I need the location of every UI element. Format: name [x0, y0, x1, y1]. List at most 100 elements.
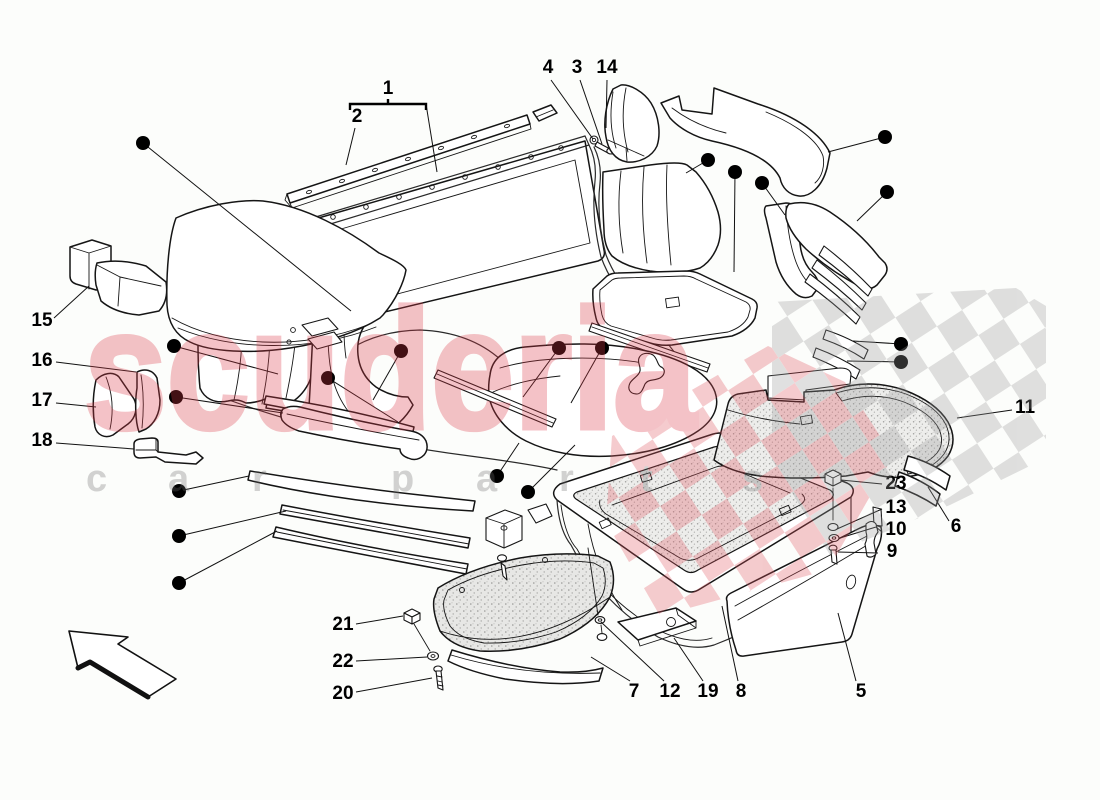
part-lid-insulation-pad-shape-76 — [171, 317, 371, 343]
leader-line — [570, 347, 603, 404]
callout-number: 14 — [596, 57, 618, 78]
bolt-and-washer-shape-33 — [591, 137, 597, 143]
callout-number: 17 — [31, 390, 52, 411]
leader-line — [178, 530, 278, 584]
leader-line — [600, 621, 665, 682]
part-sill-plate-shape-91 — [135, 439, 159, 453]
part-group-dot — [595, 341, 609, 355]
part-wheelarch-insulation-shape-47 — [666, 164, 672, 266]
rivet-holes-shape-7 — [396, 194, 402, 200]
part-quarter-panel-insulation-shape-51 — [818, 245, 873, 297]
part-bumper-strips-shape-94 — [286, 413, 420, 441]
tub-mounting-brackets-shape-147 — [597, 618, 603, 622]
leader-line — [372, 350, 402, 401]
tub-mounting-brackets-shape-149 — [587, 547, 603, 634]
fasteners-left-shape-153 — [413, 623, 431, 652]
leader-line — [142, 142, 352, 312]
leader-line — [327, 377, 399, 423]
callout-number: 4 — [543, 57, 554, 78]
part-wheelarch-insulation-shape-45 — [618, 170, 624, 254]
callout-number: 15 — [31, 310, 53, 331]
leader-line — [178, 510, 287, 537]
callout-bracket — [348, 99, 428, 110]
watermark-subtitle-letter: c — [86, 458, 107, 500]
callout-number: 12 — [659, 681, 680, 702]
part-group-dot — [728, 165, 742, 179]
part-small-bracket-shape-102 — [628, 352, 665, 395]
trunk-lid-body-shape-3 — [313, 144, 590, 230]
part-latch-insulation — [69, 239, 168, 316]
strip-holes-shape-25 — [372, 167, 378, 173]
part-group-dot — [172, 576, 186, 590]
leader-line — [837, 612, 857, 682]
tub-mounting-brackets-shape-141 — [485, 515, 523, 548]
part-group-dot — [167, 339, 181, 353]
part-sill-strips-shape-97 — [472, 500, 476, 512]
watermark-subtitle-letter: s — [742, 458, 763, 500]
fasteners-left-shape-158 — [436, 675, 444, 687]
part-group-dot — [552, 341, 566, 355]
part-lid-insulation-pad-shape-77 — [177, 326, 377, 346]
leader-line — [522, 347, 560, 398]
direction-of-travel-arrow — [68, 630, 177, 700]
rivet-holes-shape-9 — [462, 174, 468, 180]
fasteners-left-shape-157 — [435, 670, 444, 691]
part-shelf-mat-shape-56 — [592, 270, 758, 346]
part-pillar-trim-shape-40 — [607, 139, 645, 162]
lid-hinge-plates-shape-81 — [286, 339, 292, 345]
checkered-flag-pink — [606, 346, 893, 616]
callout-number: 2 — [352, 106, 363, 127]
part-group-dot — [878, 130, 892, 144]
leader-line — [550, 79, 594, 140]
part-pillar-trim-shape-39 — [622, 87, 629, 153]
part-floor-arc-strip-shape-136 — [450, 654, 601, 674]
leader-line — [355, 677, 433, 693]
part-pillar-pieces-shape-87 — [105, 376, 113, 430]
strip-holes-shape-23 — [306, 189, 312, 195]
part-bumper-strips-shape-95 — [280, 408, 284, 421]
part-floor-arc-strip — [447, 649, 604, 685]
part-pillar-trim-shape-37 — [604, 84, 660, 163]
part-group-dot — [321, 371, 335, 385]
watermark-subtitle-letter: r — [252, 458, 267, 500]
leader-line — [733, 171, 736, 273]
callout-number: 21 — [332, 614, 354, 635]
part-shelf-mat — [592, 270, 758, 346]
lid-hinge-plates-shape-79 — [307, 331, 343, 350]
tub-mounting-brackets-shape-148 — [596, 633, 608, 641]
leader-line — [721, 605, 739, 682]
tub-mounting-brackets-shape-142 — [500, 525, 508, 531]
part-pillar-trim — [604, 84, 660, 163]
tub-mounting-brackets-shape-146 — [594, 616, 606, 624]
part-floor-insulation-panel-shape-134 — [542, 557, 548, 563]
fasteners-left — [403, 608, 444, 691]
strip-holes-shape-28 — [471, 134, 477, 140]
part-sill-plate — [133, 437, 204, 465]
leader-line — [355, 656, 428, 662]
leader-line — [55, 442, 135, 450]
part-shelf-mat-shape-57 — [599, 275, 751, 341]
part-group-dot — [169, 390, 183, 404]
lid-hinge-plates-shape-80 — [290, 327, 296, 333]
fasteners-left-shape-155 — [430, 654, 436, 658]
callout-number: 20 — [332, 683, 353, 704]
part-rear-outer-panel-shape-129 — [845, 574, 857, 590]
part-lid-insulation-pad — [166, 199, 407, 353]
part-cross-strip — [433, 369, 557, 428]
tub-mounting-brackets-shape-144 — [496, 554, 508, 562]
leader-line — [55, 402, 97, 408]
part-rear-outer-panel-shape-128 — [737, 543, 870, 621]
part-bumper-strips — [263, 395, 428, 461]
part-wheelhouse-dome-shape-65 — [492, 375, 561, 393]
leader-line — [590, 656, 631, 682]
strip-holes-shape-29 — [504, 123, 510, 129]
leader-line — [53, 285, 90, 319]
part-group-dot — [394, 344, 408, 358]
leader-line — [837, 551, 879, 554]
watermark-brand: scuderia — [84, 275, 697, 465]
part-support-strips-shape-60 — [591, 326, 709, 369]
part-pillar-pieces-shape-88 — [134, 369, 161, 433]
part-pillar-pieces — [92, 369, 161, 438]
